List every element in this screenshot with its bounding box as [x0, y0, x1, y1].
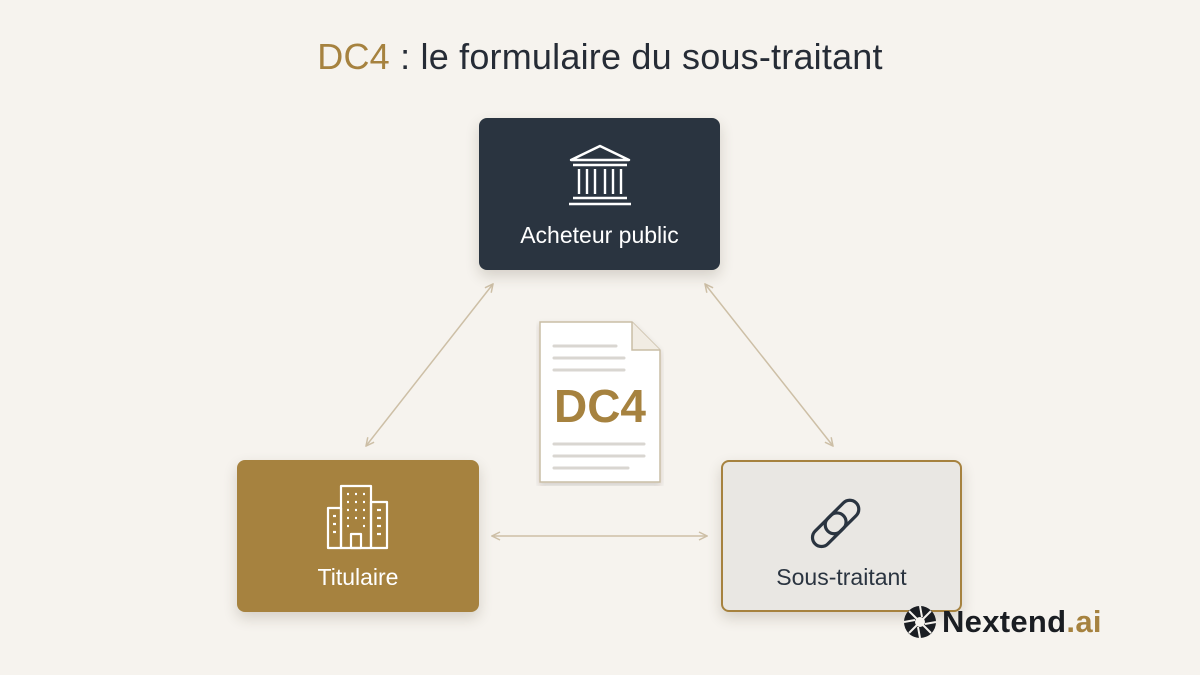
node-buyer: Acheteur public: [479, 118, 720, 270]
brand-name: Nextend.ai: [942, 604, 1102, 640]
brand-name-suffix: .ai: [1066, 604, 1102, 639]
document-label: DC4: [553, 380, 647, 432]
node-buyer-label: Acheteur public: [520, 222, 679, 248]
node-subcontractor: Sous-traitant: [721, 460, 962, 612]
bank-building-icon: [569, 144, 631, 206]
title-accent: DC4: [317, 36, 390, 77]
title-text: : le formulaire du sous-traitant: [389, 36, 883, 77]
node-holder-label: Titulaire: [317, 564, 399, 590]
node-subcontractor-label: Sous-traitant: [776, 564, 907, 590]
aperture-logo-icon: [903, 605, 937, 639]
brand-name-main: Nextend: [942, 604, 1067, 639]
office-buildings-icon: [326, 484, 389, 550]
edge-buyer-subcontractor: [705, 284, 833, 446]
page-title: DC4 : le formulaire du sous-traitant: [0, 36, 1200, 78]
node-holder: Titulaire: [237, 460, 479, 612]
document-icon: [539, 321, 661, 483]
brand-logo: Nextend.ai: [902, 602, 1102, 642]
chain-link-icon: [810, 498, 861, 549]
edge-buyer-holder: [366, 284, 493, 446]
dc4-document: DC4: [536, 318, 664, 486]
